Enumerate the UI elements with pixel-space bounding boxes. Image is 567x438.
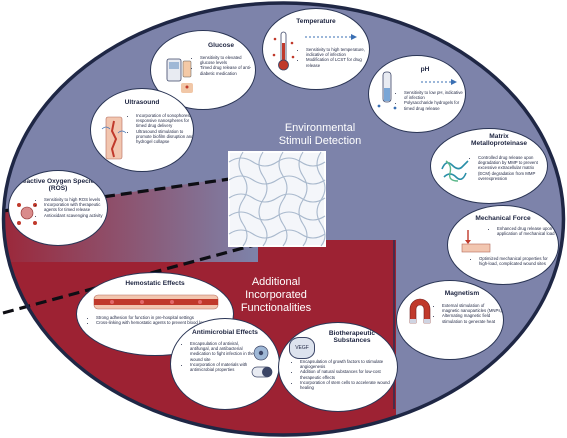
ph-card: pH Sensitivity to low pH, indicative of … xyxy=(368,55,466,133)
biotherapeutic-bullets: Encapsulation of growth factors to stimu… xyxy=(293,359,390,390)
detection-heading: Environmental Stimuli Detection xyxy=(250,122,390,148)
magnet-icon xyxy=(409,298,431,324)
temperature-card: Temperature Sensitivity to high temperat… xyxy=(262,8,370,90)
ph-arrow-icon xyxy=(421,79,457,85)
magnetism-bullet-2: Alternating magnetic field stimulation t… xyxy=(442,313,502,323)
biotherapeutic-title: Biotherapeutic Substances xyxy=(315,330,389,345)
glucose-title: Glucose xyxy=(207,42,235,49)
magnetism-bullet-1: External stimulation of magnetic nanopar… xyxy=(442,303,502,313)
temperature-bullet-1: Sensitivity to high temperature, indicat… xyxy=(306,47,366,57)
antimicrobial-bullets: Encapsulation of antiviral, antifungal, … xyxy=(183,341,254,372)
mechanical-force-title: Mechanical Force xyxy=(475,215,531,222)
mechanical-force-bullet-1: Enhanced drug release upon application o… xyxy=(497,226,555,236)
ultrasound-title: Ultrasound xyxy=(124,99,160,106)
hydrogel-mesh xyxy=(228,151,326,247)
ph-probe-icon xyxy=(377,71,397,110)
ultrasound-bullet-2: Ultrasound stimulation to promote biofil… xyxy=(136,129,193,145)
ros-title: Reactive Oxygen Species (ROS) xyxy=(17,178,99,193)
mechanical-force-bullet-2: Optimized mechanical properties for high… xyxy=(479,256,555,266)
ros-bullets: Sensitivity to high ROS levels Incorpora… xyxy=(37,197,106,218)
biotherapeutic-title-line-2: Substances xyxy=(333,336,371,344)
mmp-card: Matrix Metalloproteinase Controlled drug… xyxy=(430,128,548,204)
ros-title-line-1: Reactive Oxygen Species xyxy=(18,178,98,185)
ros-bullet-1: Sensitivity to high ROS levels xyxy=(44,197,106,202)
functionality-heading: Additional Incorporated Functionalities xyxy=(232,276,320,316)
mmp-title-line-1: Matrix xyxy=(489,133,509,140)
hemostatic-title: Hemostatic Effects xyxy=(125,280,185,287)
detection-heading-line-2: Stimuli Detection xyxy=(278,135,362,148)
blood-vessel-icon xyxy=(93,294,219,310)
antimicrobial-title: Antimicrobial Effects xyxy=(192,329,258,336)
glucose-bullet-1: Sensitivity to elevated glucose levels xyxy=(200,55,255,65)
antimicrobial-bullet-1: Encapsulation of antiviral, antifungal, … xyxy=(190,341,254,362)
temperature-bullets: Sensitivity to high temperature, indicat… xyxy=(299,47,366,68)
divider-lower xyxy=(2,242,259,315)
protein-icon xyxy=(441,160,469,182)
magnetism-title: Magnetism xyxy=(444,290,480,297)
ultrasound-bullets: Incorporation of sonophoresis-responsive… xyxy=(129,113,193,145)
magnetism-card: Magnetism External stimulation of magnet… xyxy=(396,280,504,360)
functionality-heading-line-3: Functionalities xyxy=(240,302,312,315)
antimicrobial-card: Antimicrobial Effects Encapsulation of a… xyxy=(170,318,280,410)
temperature-bullet-2: Modification of LCST for drug release xyxy=(306,57,366,67)
functionality-heading-line-1: Additional xyxy=(251,276,301,288)
mmp-bullets: Controlled drug release upon degradation… xyxy=(471,155,542,181)
ros-bullet-3: Antioxidant scavenging activity xyxy=(44,213,106,218)
glucose-bullet-2: Timed drug release of anti-diabetic medi… xyxy=(200,65,255,75)
pill-capsule-icon xyxy=(251,345,273,378)
ph-title: pH xyxy=(420,66,430,73)
antimicrobial-bullet-2: Incorporation of materials with antimicr… xyxy=(190,362,254,372)
ultrasound-bullet-1: Incorporation of sonophoresis-responsive… xyxy=(136,113,193,129)
ph-bullets: Sensitivity to low pH, indicative of inf… xyxy=(397,90,464,111)
biotherapeutic-bullet-3: Incorporation of stem cells to accelerat… xyxy=(300,380,390,390)
mechanical-force-card: Mechanical Force Enhanced drug release u… xyxy=(447,205,559,285)
ros-molecule-icon xyxy=(17,203,37,225)
hemostatic-bullet-2: Cross-linking with hemostatic agents to … xyxy=(96,320,226,325)
ph-bullet-1: Sensitivity to low pH, indicative of inf… xyxy=(404,90,464,100)
detection-heading-line-1: Environmental xyxy=(284,122,356,134)
biotherapeutic-bullet-1: Encapsulation of growth factors to stimu… xyxy=(300,359,390,369)
hemostatic-bullet-1: Strong adhesion for function in pre-hosp… xyxy=(96,315,226,320)
temperature-arrow-icon xyxy=(305,34,357,40)
glucometer-icon xyxy=(166,58,193,93)
mechanical-force-bullets: Enhanced drug release upon application o… xyxy=(490,226,555,236)
vegf-badge: VEGF xyxy=(289,337,315,359)
mechanical-force-bullets-lower: Optimized mechanical properties for high… xyxy=(472,256,555,266)
biotherapeutic-bullet-2: Addition of natural substances for low-c… xyxy=(300,369,390,379)
temperature-title: Temperature xyxy=(296,18,336,25)
biotherapeutic-card: Biotherapeutic Substances VEGF Encapsula… xyxy=(278,322,398,412)
mmp-title-line-2: Metalloproteinase xyxy=(470,139,528,147)
mmp-bullet-1: Controlled drug release upon degradation… xyxy=(478,155,542,181)
ultrasound-wound-icon xyxy=(101,116,127,160)
thermometer-icon xyxy=(272,31,295,71)
functionality-heading-line-2: Incorporated xyxy=(245,289,307,302)
force-icon xyxy=(461,230,491,253)
hemostatic-bullets: Strong adhesion for function in pre-hosp… xyxy=(89,315,226,325)
ros-bullet-2: Incorporation with therapeutic agents fo… xyxy=(44,202,106,212)
ph-bullet-2: Polysaccharide hydrogels for timed drug … xyxy=(404,100,464,110)
vegf-badge-label: VEGF xyxy=(295,345,309,351)
ros-card: Reactive Oxygen Species (ROS) Sensitivit… xyxy=(8,170,108,246)
biotherapeutic-title-line-1: Biotherapeutic xyxy=(328,330,376,337)
ros-title-line-2: (ROS) xyxy=(48,184,68,192)
ultrasound-card: Ultrasound Incorporation of sonophoresis… xyxy=(90,88,194,172)
glucose-bullets: Sensitivity to elevated glucose levels T… xyxy=(193,55,255,76)
mmp-title: Matrix Metalloproteinase xyxy=(459,133,539,148)
magnetism-bullets: External stimulation of magnetic nanopar… xyxy=(435,303,502,324)
